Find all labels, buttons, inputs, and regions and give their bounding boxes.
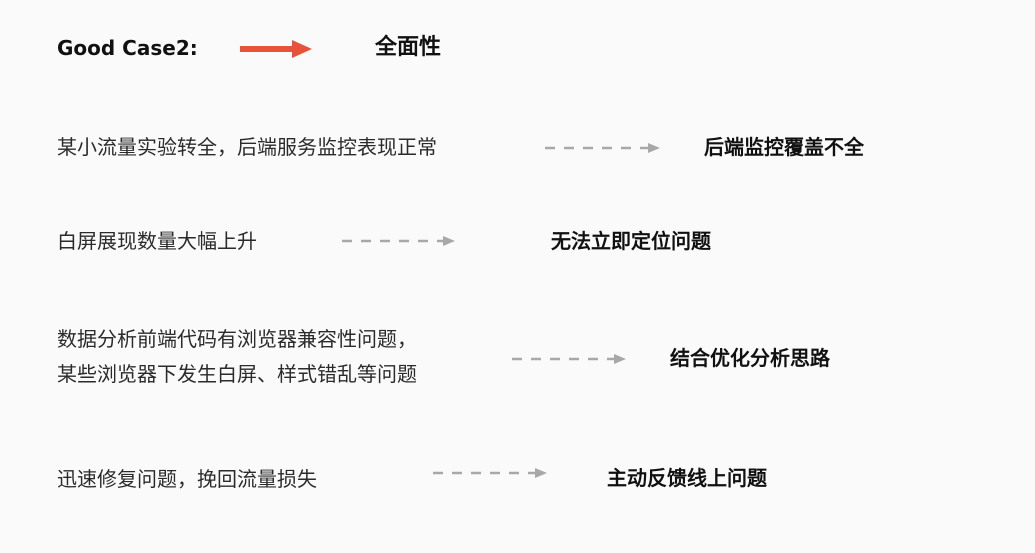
dashed-right-arrow-icon (545, 143, 660, 153)
row-1-cause-line-1: 某小流量实验转全，后端服务监控表现正常 (57, 135, 437, 159)
row-1-cause: 某小流量实验转全，后端服务监控表现正常 (57, 133, 437, 161)
row-3-effect: 结合优化分析思路 (670, 346, 830, 370)
slide-subtitle: 全面性 (375, 35, 442, 60)
dashed-right-arrow-icon (512, 354, 626, 364)
slide-title: Good Case2: (57, 36, 198, 60)
row-3-cause-line-1: 数据分析前端代码有浏览器兼容性问题， (57, 327, 417, 351)
row-2-effect: 无法立即定位问题 (551, 229, 711, 253)
row-4-cause: 迅速修复问题，挽回流量损失 (57, 465, 317, 493)
row-4-effect: 主动反馈线上问题 (607, 466, 767, 490)
dashed-right-arrow-icon (342, 236, 455, 246)
row-4-cause-line-1: 迅速修复问题，挽回流量损失 (57, 467, 317, 491)
row-3-cause: 数据分析前端代码有浏览器兼容性问题， 某些浏览器下发生白屏、样式错乱等问题 (57, 322, 417, 392)
row-1-effect: 后端监控覆盖不全 (704, 135, 864, 159)
solid-right-arrow-icon (240, 40, 312, 58)
row-2-cause-line-1: 白屏展现数量大幅上升 (57, 229, 257, 253)
dashed-right-arrow-icon (433, 468, 547, 478)
row-3-cause-line-2: 某些浏览器下发生白屏、样式错乱等问题 (57, 362, 417, 386)
row-2-cause: 白屏展现数量大幅上升 (57, 227, 257, 255)
